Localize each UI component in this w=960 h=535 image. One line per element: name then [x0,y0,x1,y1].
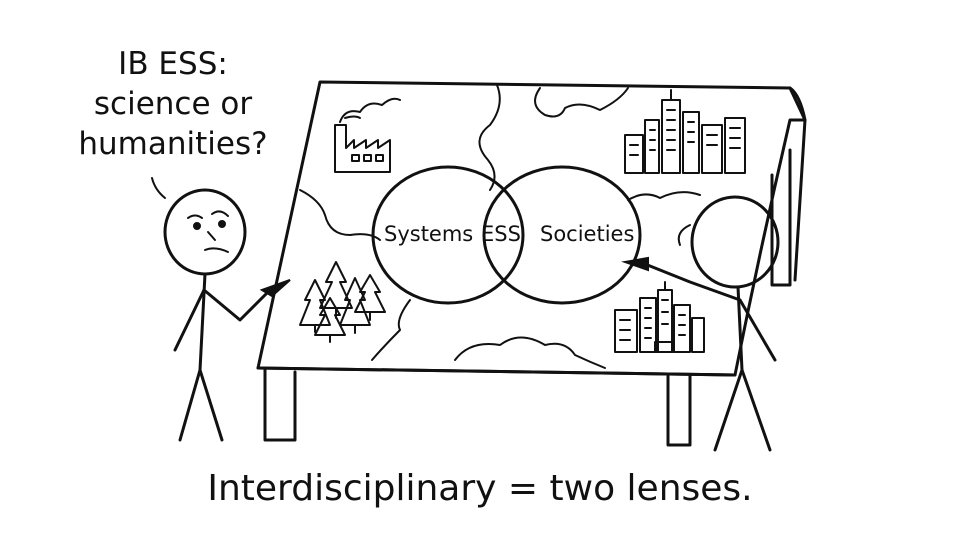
city-icon [624,89,746,174]
right-stick-figure [621,195,780,452]
city-icon [614,281,705,353]
speech-line: humanities? [78,126,268,162]
venn-circle-societies [482,165,642,305]
speech-line: science or [93,86,253,122]
speech-line: IB ESS: [118,46,228,82]
forest-icon [299,261,386,343]
venn-label-societies: Societies [540,222,635,246]
left-stick-figure [151,177,291,442]
factory-icon [334,97,401,173]
caption-text: Interdisciplinary = two lenses. [207,468,753,509]
map-table [256,80,807,447]
venn-label-systems: Systems [384,222,474,246]
venn-diagram [371,165,642,305]
venn-label-ess: ESS [481,222,521,246]
venn-circle-systems [371,165,525,305]
speech-bubble-text: IB ESS: science or humanities? [58,44,288,164]
